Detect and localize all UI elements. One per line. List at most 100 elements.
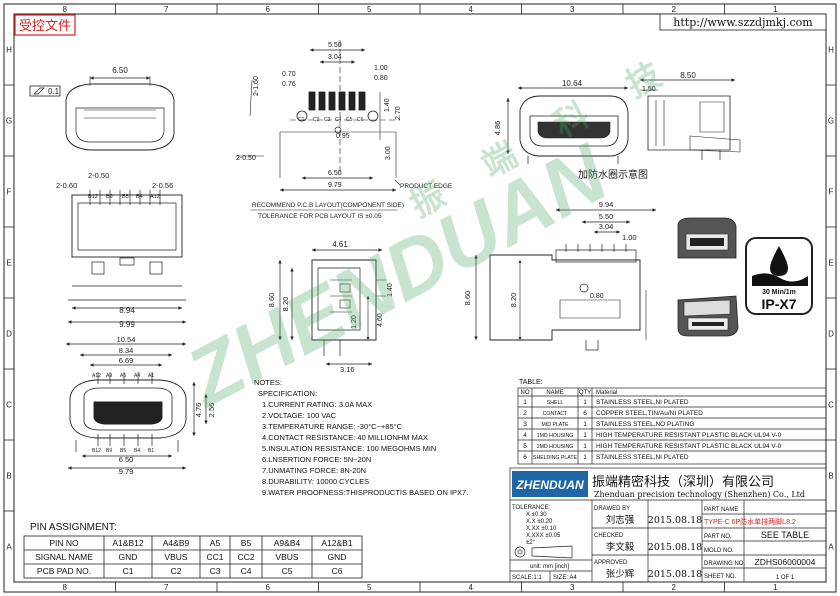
pad-dim: 0.76 — [282, 81, 296, 88]
waterproof-ring-caption: 加防水圈示意图 — [578, 168, 648, 181]
tolerance-label: TOLERANCE: — [512, 505, 551, 511]
approved-date: 2015.08.18 — [648, 569, 702, 580]
signal-cell: GND — [328, 552, 347, 562]
pad-dim: 2-1.60 — [253, 76, 260, 96]
title-block — [509, 467, 827, 583]
border-col-label: 5 — [367, 583, 372, 592]
bom-cell: 1 — [523, 399, 527, 406]
pad-dim: 2-0.50 — [236, 155, 256, 162]
signal-cell: VBUS — [275, 552, 298, 562]
bom-cell: SHELDING PLATE — [533, 455, 578, 461]
bom-header-cell: QTY — [579, 390, 591, 396]
logo-text: ZHENDUAN — [515, 478, 584, 492]
bom-header-cell: NAME — [546, 390, 563, 396]
border-col-label: 4 — [469, 583, 474, 592]
front-pin-label: A12 — [150, 194, 160, 200]
bom-table — [517, 387, 827, 465]
border-row-label: H — [6, 46, 12, 55]
bom-cell: SHELL — [547, 400, 564, 406]
badge-duration: 30 Min/1m — [762, 289, 796, 296]
bom-cell: 1 — [583, 443, 587, 450]
front-top-dim: 6.50 — [112, 66, 128, 75]
approved-label: APPROVED — [594, 560, 628, 566]
right-dim: 9.94 — [599, 200, 614, 209]
plan-pin-label: B1 — [148, 448, 154, 454]
wave-icon — [752, 273, 808, 286]
bom-cell: 6 — [523, 454, 527, 461]
plan-dim: 8.34 — [119, 346, 134, 355]
notes-block: NOTES: SPECIFICATION: 1.CURRENT RATING: … — [254, 378, 468, 497]
pad-dim: 0.80 — [374, 75, 388, 82]
plan-dim: 6.69 — [119, 356, 134, 365]
notes-title: NOTES: — [254, 378, 282, 387]
bom-cell: 6 — [583, 410, 587, 417]
border-row-label: C — [6, 401, 12, 410]
flatness-value: 0.1 — [48, 87, 60, 96]
border-row-label: B — [828, 472, 833, 481]
pin-header-cell: B5 — [241, 538, 252, 548]
right-height-dim: 8.60 — [463, 291, 472, 306]
watermark: ZHENDUAN 振 端 科 技 — [171, 56, 668, 425]
sheet-no-value: 1 OF 1 — [776, 575, 795, 581]
part-no-value: SEE TABLE — [761, 530, 809, 540]
drawn-by: 刘志强 — [606, 514, 635, 526]
front-dim-2: 2-0.60 — [56, 181, 77, 190]
pin-header-cell: A9&B4 — [274, 538, 301, 548]
right-dim: 5.50 — [599, 212, 614, 221]
bom-cell: 4 — [523, 432, 527, 439]
plan-dim: 2.56 — [207, 403, 216, 418]
tolerance-value: X ±0.30 — [526, 512, 547, 518]
drawn-date: 2015.08.18 — [648, 515, 702, 526]
company-name-en: Zhenduan precision technology (Shenzhen)… — [594, 490, 805, 499]
company-logo: ZHENDUAN — [512, 471, 588, 497]
bom-cell: HIGH TEMPERATURE RESISTANT PLASTIC BLACK… — [596, 443, 782, 450]
plan-dim: 4.76 — [194, 403, 203, 418]
bom-cell: STAINLESS STEEL,NI PLATED — [596, 454, 689, 461]
bom-cell: 1 — [583, 432, 587, 439]
pad-cell: C3 — [210, 566, 221, 576]
part-no-label: PART NO. — [704, 534, 732, 540]
watermark-text: ZHENDUAN — [171, 127, 623, 425]
plan-pin-label: B5 — [120, 448, 126, 454]
pad-label: C4 — [335, 117, 342, 123]
bom-cell: 1 — [583, 421, 587, 428]
checked-date: 2015.08.18 — [648, 542, 702, 553]
bom-cell: COPPER STEEL,TIN/Au/NI PLATED — [596, 410, 703, 417]
company-name-cn: 振端精密科技（深圳）有限公司 — [592, 474, 774, 489]
side-view — [278, 248, 386, 366]
pad-label: C2 — [313, 117, 320, 123]
bom-header-cell: NO — [521, 390, 530, 396]
front-dim-3: 2-0.56 — [152, 181, 173, 190]
iso-depth-dim: 8.50 — [680, 71, 696, 80]
tolerance-value: X.X ±0.20 — [526, 519, 553, 525]
side-dim: 1.40 — [387, 283, 394, 297]
border-col-label: 4 — [469, 5, 474, 14]
border-row-label: D — [6, 330, 12, 339]
pad-label: C1 — [298, 117, 305, 123]
side-height-dim: 8.60 — [267, 293, 276, 308]
pad-dim: 6.50 — [328, 170, 342, 177]
pad-cell: C6 — [332, 566, 343, 576]
pad-dim: 9.79 — [328, 182, 342, 189]
plan-pin-label: A1 — [148, 373, 154, 379]
controlled-document-stamp: 受控文件 — [14, 14, 76, 36]
signal-cell: CC1 — [206, 552, 223, 562]
plan-dim: 9.79 — [119, 467, 134, 476]
front-view — [29, 76, 186, 324]
plan-pin-label: A5 — [120, 373, 126, 379]
plan-pin-label: B12 — [92, 448, 101, 454]
pad-label: C3 — [324, 117, 331, 123]
bom-cell: STAINLESS STEEL,NO PLATING — [596, 421, 694, 428]
right-side-view — [474, 208, 656, 351]
pin-assignment-title: PIN ASSIGNMENT: — [30, 522, 117, 533]
note-line: 4.CONTACT RESISTANCE: 40 MILLIONHM MAX — [262, 433, 428, 442]
projection-symbol-icon — [514, 545, 573, 559]
border-row-label: A — [828, 543, 834, 552]
border-row-label: F — [829, 188, 834, 197]
border-col-label: 6 — [266, 583, 271, 592]
front-width-dim: 8.94 — [119, 306, 135, 315]
pad-cell: C2 — [171, 566, 182, 576]
border-row-label: F — [7, 188, 12, 197]
sheet-no-label: SHEET NO. — [704, 574, 737, 580]
